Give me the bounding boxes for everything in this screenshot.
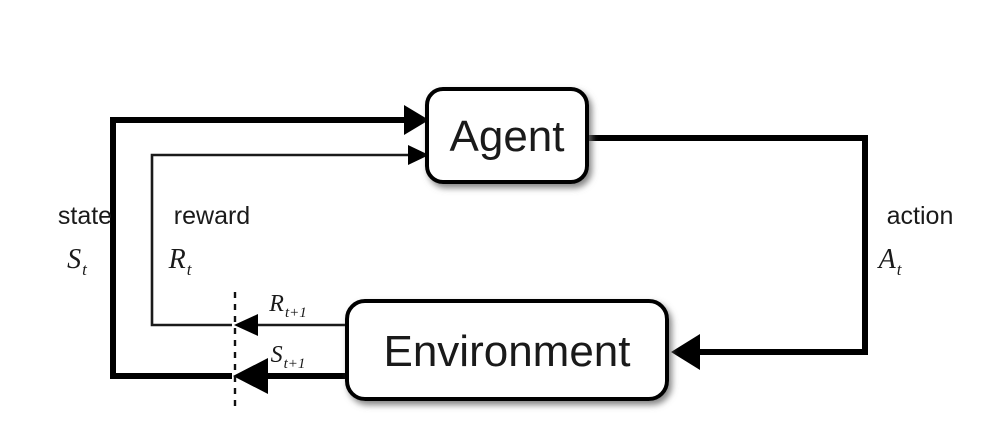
reward-word-label: reward [174, 202, 250, 230]
next-reward-symbol-group: Rt+1 [268, 291, 306, 321]
label-reward: reward Rt [168, 202, 251, 279]
next-state-symbol-group: St+1 [271, 342, 306, 372]
edge-next-reward-out [234, 314, 345, 336]
state-subscript: t [82, 260, 88, 279]
next-state-subscript: t+1 [284, 356, 306, 372]
label-state: state St [58, 202, 112, 279]
edge-reward-path [150, 153, 408, 327]
arrowhead-next-reward [234, 314, 258, 336]
action-symbol: A [877, 244, 897, 275]
action-subscript: t [897, 260, 903, 279]
reward-symbol: R [168, 244, 186, 275]
label-next-reward: Rt+1 [268, 291, 306, 321]
state-symbol-group: St [67, 244, 88, 279]
node-environment[interactable]: Environment [345, 299, 669, 401]
edge-action-path [588, 135, 868, 355]
agent-box-shape[interactable] [425, 87, 589, 184]
next-reward-subscript: t+1 [285, 305, 307, 321]
label-next-state: St+1 [271, 342, 306, 372]
environment-box-shape[interactable] [345, 299, 669, 401]
action-symbol-group: At [877, 244, 903, 279]
edge-next-state-out [233, 358, 345, 394]
next-reward-symbol: R [268, 291, 284, 317]
arrowhead-next-state [233, 358, 268, 394]
label-action: action At [877, 202, 954, 279]
agent-box-label: Agent [450, 112, 565, 161]
edge-state-path [110, 117, 404, 379]
action-word-label: action [887, 202, 954, 230]
edge-action-to-environment [588, 135, 868, 370]
state-symbol: S [67, 244, 81, 275]
edge-state-to-agent [110, 105, 429, 379]
next-state-symbol: S [271, 342, 283, 368]
reward-subscript: t [187, 260, 193, 279]
reward-symbol-group: Rt [168, 244, 193, 279]
arrowhead-action-into-environment [671, 334, 700, 370]
environment-box-label: Environment [383, 327, 630, 376]
state-word-label: state [58, 202, 112, 230]
edge-reward-to-agent [150, 145, 429, 327]
node-agent[interactable]: Agent [425, 87, 589, 184]
arrowhead-reward-into-agent [408, 145, 429, 165]
arrowhead-state-into-agent [404, 105, 429, 135]
